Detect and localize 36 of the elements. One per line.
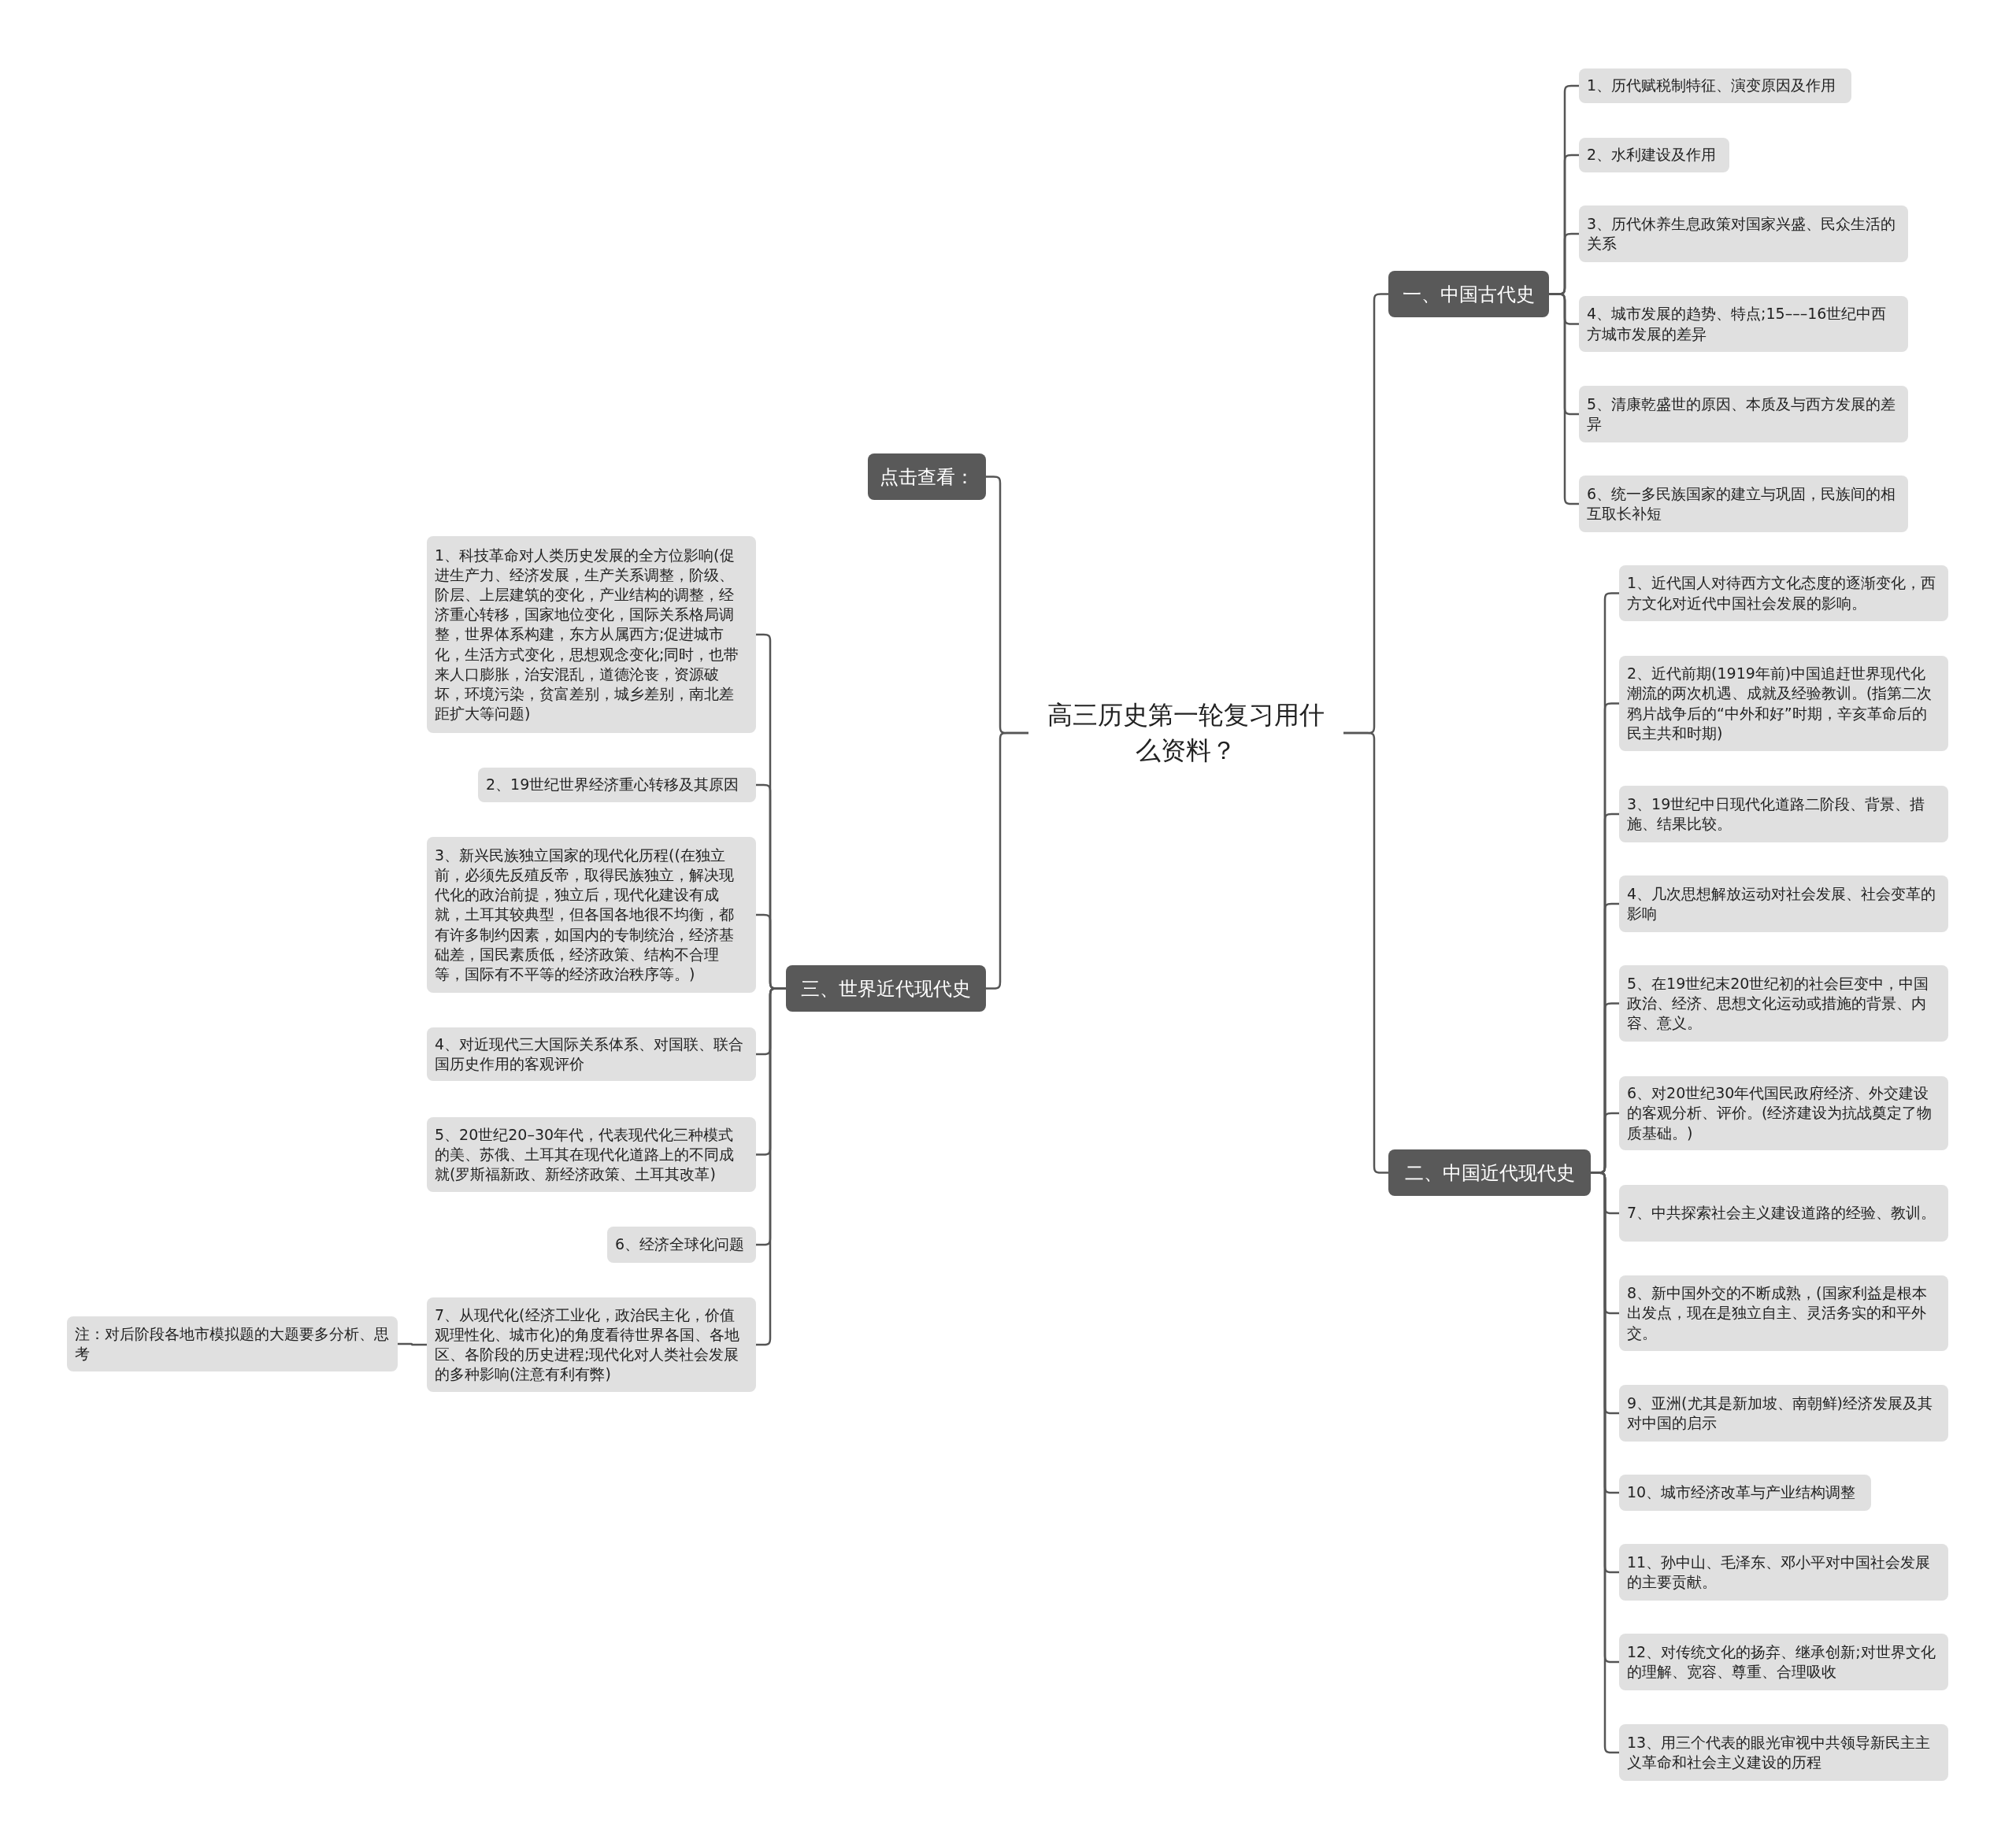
topic-box: 2、近代前期(1919年前)中国追赶世界现代化潮流的两次机遇、成就及经验教训。(指第二次鸦片战争后的“中外和好”时期，辛亥革命后的民主共和时期) — [1619, 656, 1948, 751]
topic-box: 5、在19世纪末20世纪初的社会巨变中，中国政治、经济、思想文化运动或措施的背景、内容、意义。 — [1619, 965, 1948, 1042]
connector-line — [1547, 293, 1581, 505]
topic-box: 3、历代休养生息政策对国家兴盛、民众生活的关系 — [1579, 205, 1908, 262]
topic-box: 11、孙中山、毛泽东、邓小平对中国社会发展的主要贡献。 — [1619, 1544, 1948, 1601]
topic-box: 注：对后阶段各地市模拟题的大题要多分析、思考 — [67, 1316, 398, 1371]
topic-box: 10、城市经济改革与产业结构调整 — [1619, 1475, 1871, 1511]
connector-line — [1342, 731, 1390, 1174]
topic-box: 3、19世纪中日现代化道路二阶段、背景、措施、结果比较。 — [1619, 786, 1948, 842]
topic-box: 6、经济全球化问题 — [607, 1227, 756, 1263]
topic-box: 4、对近现代三大国际关系体系、对国联、联合国历史作用的客观评价 — [427, 1027, 756, 1081]
topic-box: 7、从现代化(经济工业化，政治民主化，价值观理性化、城市化)的角度看待世界各国、各地区、各阶段的历史进程;现代化对人类社会发展的多种影响(注意有利有弊) — [427, 1297, 756, 1392]
topic-box: 8、新中国外交的不断成熟，(国家利益是根本出发点，现在是独立自主、灵活务实的和平外交。 — [1619, 1275, 1948, 1351]
branch-topic: 三、世界近代现代史 — [786, 965, 986, 1012]
topic-box: 1、历代赋税制特征、演变原因及作用 — [1579, 68, 1851, 103]
topic-box: 4、城市发展的趋势、特点;15–––16世纪中西方城市发展的差异 — [1579, 296, 1908, 352]
connector-line — [396, 1342, 428, 1346]
topic-box: 12、对传统文化的扬弃、继承创新;对世界文化的理解、宽容、尊重、合理吸收 — [1619, 1634, 1948, 1690]
topic-box: 6、统一多民族国家的建立与巩固，民族间的相互取长补短 — [1579, 476, 1908, 532]
topic-box: 7、中共探索社会主义建设道路的经验、教训。 — [1619, 1185, 1948, 1242]
topic-box: 4、几次思想解放运动对社会发展、社会变革的影响 — [1619, 875, 1948, 932]
branch-topic: 点击查看： — [868, 453, 986, 500]
topic-box: 5、20世纪20–30年代，代表现代化三种模式的美、苏俄、土耳其在现代化道路上的不同成就(罗斯福新政、新经济政策、土耳其改革) — [427, 1117, 756, 1192]
topic-box: 2、19世纪世界经济重心转移及其原因 — [478, 768, 756, 802]
branch-topic: 二、中国近代现代史 — [1388, 1149, 1591, 1196]
topic-box: 1、近代国人对待西方文化态度的逐渐变化，西方文化对近代中国社会发展的影响。 — [1619, 565, 1948, 621]
connector-line — [984, 731, 1030, 990]
topic-box: 2、水利建设及作用 — [1579, 138, 1729, 172]
topic-text: 高三历史第一轮复习用什么资料？ — [1047, 699, 1325, 767]
topic-box: 6、对20世纪30年代国民政府经济、外交建设的客观分析、评价。(经济建设为抗战奠定了物质基础。) — [1619, 1076, 1948, 1150]
topic-box: 13、用三个代表的眼光审视中共领导新民主主义革命和社会主义建设的历程 — [1619, 1724, 1948, 1781]
topic-box: 1、科技革命对人类历史发展的全方位影响(促进生产力、经济发展，生产关系调整，阶级、阶层、上层建筑的变化，产业结构的调整，经济重心转移，国家地位变化，国际关系格局调整，世界体系构建，东方从属西方;促进城市化，生活方式变化，思想观念变化;同时，也带来人口膨胀，治安混乱，道德沦丧，资源破坏，环境污染，贫富差别，城乡差别，南北差距扩大等问题) — [427, 536, 756, 733]
topic-box: 9、亚洲(尤其是新加坡、南朝鲜)经济发展及其对中国的启示 — [1619, 1385, 1948, 1442]
branch-topic: 一、中国古代史 — [1388, 271, 1549, 317]
topic-box: 3、新兴民族独立国家的现代化历程((在独立前，必须先反殖反帝，取得民族独立，解决现代化的政治前提，独立后，现代化建设有成就，土耳其较典型，但各国各地很不均衡，都有许多制约因素，如国内的专制统治，经济基础差，国民素质低，经济政策、结构不合理等，国际有不平等的经济政治秩序等。) — [427, 837, 756, 993]
topic-box: 5、清康乾盛世的原因、本质及与西方发展的差异 — [1579, 386, 1908, 442]
